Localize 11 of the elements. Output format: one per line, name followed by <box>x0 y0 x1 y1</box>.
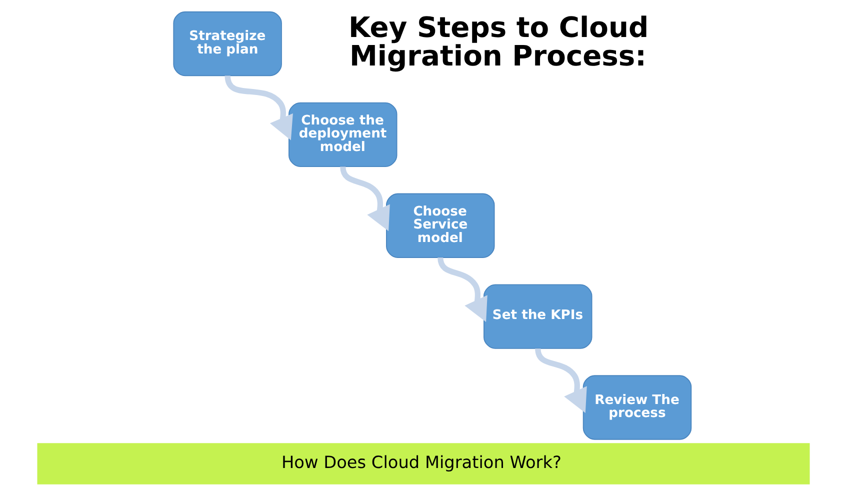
diagram-title: Key Steps to Cloud Migration Process: <box>348 11 648 72</box>
node-box: Review The process <box>582 375 692 440</box>
node-box: Set the KPIs <box>483 284 592 349</box>
caption: How Does Cloud Migration Work? <box>280 452 561 472</box>
node-box: Choose Service model <box>386 193 494 258</box>
arrow <box>437 257 487 322</box>
arrow <box>224 75 292 140</box>
node-box: Strategize the plan <box>172 11 282 76</box>
arrow <box>534 348 586 413</box>
arrow <box>340 166 390 232</box>
node-box: Choose the deployment model <box>288 102 397 168</box>
